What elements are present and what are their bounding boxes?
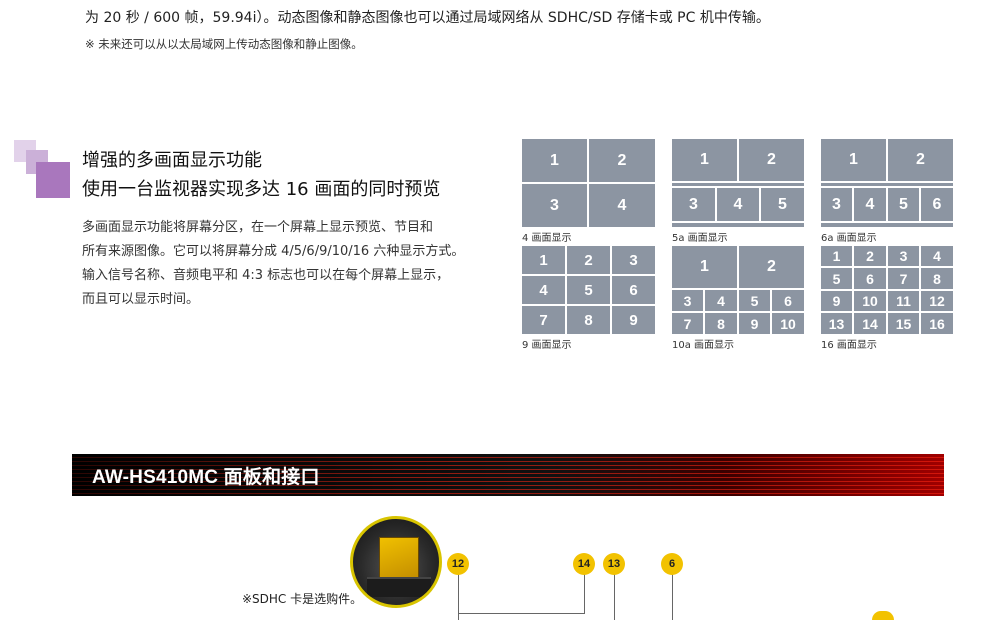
section-description: 多画面显示功能将屏幕分区，在一个屏幕上显示预览、节目和 所有来源图像。它可以将屏…: [82, 216, 512, 312]
screen-strip: [672, 183, 804, 186]
description-line-4: 而且可以显示时间。: [82, 292, 200, 307]
multiview-6a-diagram: 1 2 3 4 5 6: [821, 139, 953, 227]
screen-cell: 5: [888, 188, 919, 221]
screen-cell: 1: [821, 139, 886, 181]
leader-line: [458, 613, 584, 614]
screen-cell: 6: [854, 268, 886, 289]
screen-cell: 3: [821, 188, 852, 221]
caption-9: 9 画面显示: [522, 340, 572, 351]
screen-cell: 1: [522, 139, 587, 182]
screen-cell: 8: [567, 306, 610, 334]
section-heading-line1: 增强的多画面显示功能: [82, 150, 262, 171]
callout-badge-6: 6: [661, 553, 683, 575]
screen-cell: 7: [522, 306, 565, 334]
caption-5a: 5a 画面显示: [672, 233, 728, 244]
multiview-4-diagram: 1 2 3 4: [522, 139, 655, 227]
screen-cell: 4: [921, 246, 953, 266]
screen-strip: [672, 223, 804, 227]
section-title-band: AW-HS410MC 面板和接口: [72, 454, 944, 496]
leader-line: [458, 574, 459, 620]
caption-6a: 6a 画面显示: [821, 233, 877, 244]
screen-cell: 15: [888, 313, 919, 334]
screen-cell: 5: [761, 188, 804, 221]
screen-cell: 1: [821, 246, 852, 266]
screen-strip: [821, 183, 953, 186]
sd-card-photo: [350, 516, 442, 608]
screen-cell: 2: [854, 246, 886, 266]
screen-cell: 9: [612, 306, 655, 334]
screen-cell: 2: [888, 139, 953, 181]
screen-cell: 8: [921, 268, 953, 289]
callout-badge-13: 13: [603, 553, 625, 575]
screen-cell: 4: [717, 188, 759, 221]
screen-cell: 11: [888, 291, 919, 311]
screen-cell: 1: [672, 139, 737, 181]
description-line-1: 多画面显示功能将屏幕分区，在一个屏幕上显示预览、节目和: [82, 220, 434, 235]
screen-cell: 4: [589, 184, 655, 227]
screen-cell: 2: [739, 246, 804, 288]
screen-cell: 5: [739, 290, 770, 311]
screen-cell: 7: [672, 313, 703, 334]
screen-cell: 3: [888, 246, 919, 266]
caption-16: 16 画面显示: [821, 340, 877, 351]
section-decoration-icon: [14, 140, 70, 198]
screen-cell: 8: [705, 313, 737, 334]
screen-cell: 3: [612, 246, 655, 274]
callout-badge-12: 12: [447, 553, 469, 575]
caption-4: 4 画面显示: [522, 233, 572, 244]
screen-cell: 5: [567, 276, 610, 304]
screen-cell: 5: [821, 268, 852, 289]
callout-badge-partial: [872, 611, 894, 620]
screen-cell: 10: [854, 291, 886, 311]
screen-cell: 2: [567, 246, 610, 274]
screen-strip: [821, 223, 953, 227]
band-title: AW-HS410MC 面板和接口: [92, 467, 320, 488]
screen-cell: 12: [921, 291, 953, 311]
section-heading-line2: 使用一台监视器实现多达 16 画面的同时预览: [82, 179, 441, 200]
screen-cell: 6: [921, 188, 953, 221]
screen-cell: 3: [672, 188, 715, 221]
screen-cell: 16: [921, 313, 953, 334]
screen-cell: 1: [672, 246, 737, 288]
leader-line: [672, 574, 673, 620]
description-line-3: 输入信号名称、音频电平和 4:3 标志也可以在每个屏幕上显示，: [82, 268, 450, 283]
screen-cell: 4: [705, 290, 737, 311]
intro-text-line: 为 20 秒 / 600 帧，59.94i）。动态图像和静态图像也可以通过局域网…: [85, 10, 770, 26]
screen-cell: 2: [589, 139, 655, 182]
multiview-10a-diagram: 1 2 3 4 5 6 7 8 9 10: [672, 246, 804, 334]
screen-cell: 2: [739, 139, 804, 181]
callout-badge-14: 14: [573, 553, 595, 575]
multiview-16-diagram: 1 2 3 4 5 6 7 8 9 10 11 12 13 14 15 16: [821, 246, 953, 334]
screen-cell: 14: [854, 313, 886, 334]
multiview-5a-diagram: 1 2 3 4 5: [672, 139, 804, 227]
screen-cell: 6: [612, 276, 655, 304]
leader-line: [614, 574, 615, 620]
screen-cell: 13: [821, 313, 852, 334]
screen-cell: 4: [854, 188, 886, 221]
screen-cell: 6: [772, 290, 804, 311]
screen-cell: 9: [821, 291, 852, 311]
sd-card-icon: [379, 537, 419, 583]
screen-cell: 1: [522, 246, 565, 274]
caption-10a: 10a 画面显示: [672, 340, 735, 351]
screen-cell: 9: [739, 313, 770, 334]
screen-cell: 3: [672, 290, 703, 311]
leader-line: [584, 574, 585, 614]
screen-cell: 10: [772, 313, 804, 334]
description-line-2: 所有来源图像。它可以将屏幕分成 4/5/6/9/10/16 六种显示方式。: [82, 244, 465, 259]
screen-cell: 7: [888, 268, 919, 289]
screen-cell: 4: [522, 276, 565, 304]
future-note: ※ 未来还可以从以太局域网上传动态图像和静止图像。: [85, 37, 363, 51]
sdhc-note: ※SDHC 卡是选购件。: [242, 592, 363, 606]
screen-cell: 3: [522, 184, 587, 227]
multiview-9-diagram: 1 2 3 4 5 6 7 8 9: [522, 246, 655, 334]
